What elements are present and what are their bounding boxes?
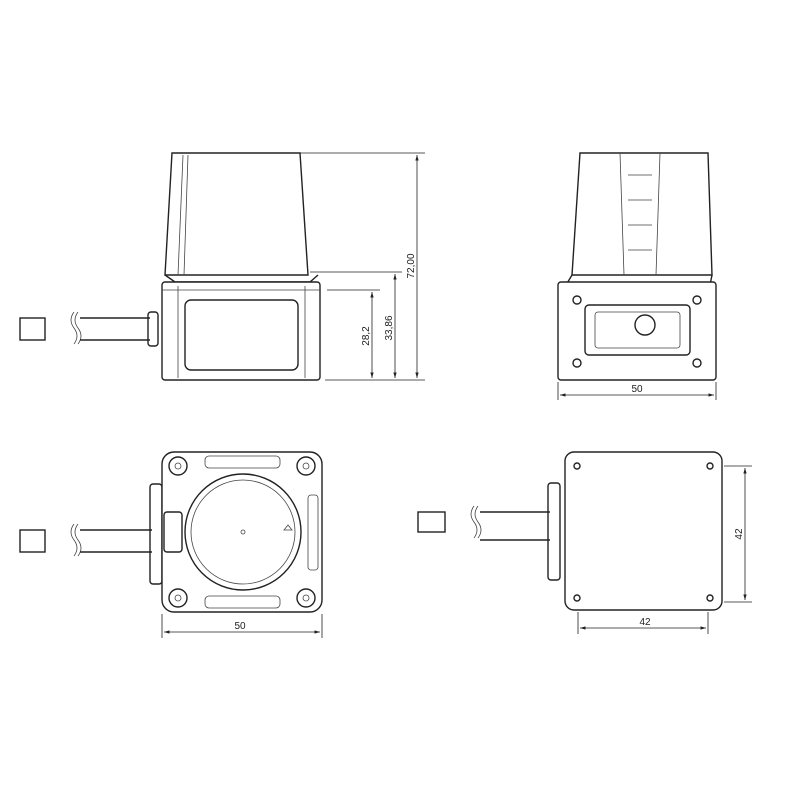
window [584,304,691,356]
connector [547,482,561,581]
cable [80,529,152,553]
connector [149,483,163,585]
base-housing [161,281,321,381]
dim-42-height: 42 [734,528,745,540]
housing [161,451,323,613]
dome [164,152,309,276]
connector [147,311,159,347]
lens [634,314,656,336]
dim-42-width: 42 [639,617,651,628]
mounting-holes [573,462,714,602]
cable [480,511,550,541]
window [184,299,299,371]
top-view: 50 [19,451,323,638]
front-view: 50 [557,152,717,400]
side-view: 72,00 33,86 28,2 [19,152,425,381]
bottom-view: 42 42 [417,451,752,634]
dome [571,152,713,276]
housing [564,451,723,611]
cable [80,317,150,341]
dim-33-86: 33,86 [384,315,395,340]
dim-50: 50 [631,384,643,395]
cable-end-stub [417,511,446,533]
screws [572,295,702,368]
cable-break-mark [70,311,82,345]
dim-72: 72,00 [406,253,417,278]
cable-end-stub [19,317,46,341]
dim-50: 50 [234,621,246,632]
screws [168,456,316,608]
dim-28-2: 28,2 [361,326,372,346]
cable-end-stub [19,529,46,553]
